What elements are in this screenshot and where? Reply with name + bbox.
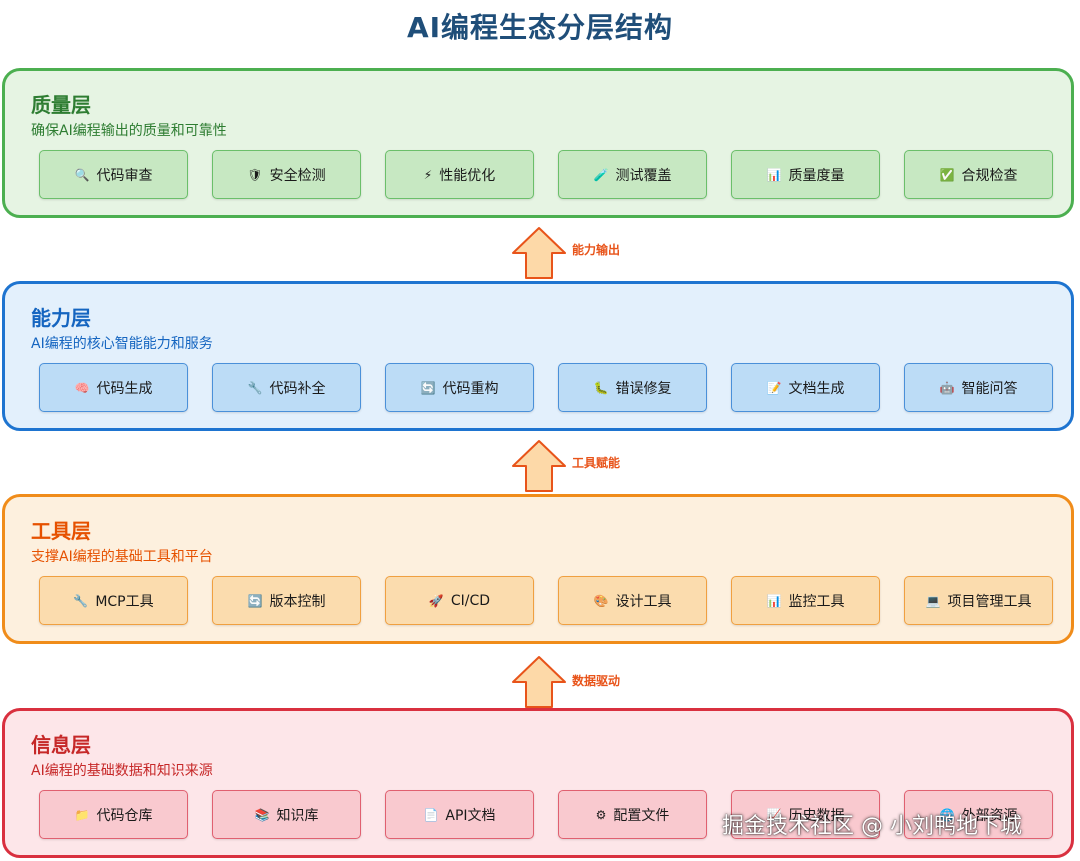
arrow-label-tool-empowerment: 工具赋能 <box>572 456 621 470</box>
layer-title: 能力层 <box>31 306 91 330</box>
document-icon: 📄 <box>423 807 439 822</box>
item-test-coverage[interactable]: 🧪 测试覆盖 <box>558 150 707 199</box>
item-label: 测试覆盖 <box>615 167 672 184</box>
item-compliance-check[interactable]: ✅ 合规检查 <box>904 150 1053 199</box>
layer-capability: 能力层 AI编程的核心智能能力和服务 🧠 代码生成 🔧 代码补全 🔄 代码重构 🐛 错误… <box>2 281 1074 431</box>
item-monitoring-tools[interactable]: 📊 监控工具 <box>731 576 880 625</box>
item-label: 合规检查 <box>961 167 1018 184</box>
books-icon: 📚 <box>254 807 270 822</box>
palette-icon: 🎨 <box>593 593 609 608</box>
globe-icon: 🌐 <box>939 807 955 822</box>
item-label: 错误修复 <box>615 380 672 397</box>
item-label: 版本控制 <box>269 593 326 610</box>
layer-items: 🔍 代码审查 🛡 安全检测 ⚡ 性能优化 🧪 测试覆盖 📊 质量度量 ✅ 合规检查 <box>39 150 1053 199</box>
item-performance-optimization[interactable]: ⚡ 性能优化 <box>385 150 534 199</box>
item-external-resources[interactable]: 🌐 外部资源 <box>904 790 1053 839</box>
laptop-icon: 💻 <box>925 593 941 608</box>
layer-title: 信息层 <box>31 733 91 757</box>
item-label: 设计工具 <box>615 593 672 610</box>
arrow-label-capability-output: 能力输出 <box>572 243 621 257</box>
item-label: 安全检测 <box>269 167 326 184</box>
item-label: 监控工具 <box>788 593 845 610</box>
brain-icon: 🧠 <box>74 380 90 395</box>
item-api-docs[interactable]: 📄 API文档 <box>385 790 534 839</box>
bar-chart-icon: 📊 <box>766 167 782 182</box>
layer-information: 信息层 AI编程的基础数据和知识来源 📁 代码仓库 📚 知识库 📄 API文档 ⚙ 配置… <box>2 708 1074 858</box>
item-label: 外部资源 <box>961 807 1018 824</box>
folder-icon: 📁 <box>74 807 90 822</box>
diagram-title: AI编程生态分层结构 <box>406 11 674 44</box>
watermark: 掘金技术社区 @ 小刘鸭地下城 <box>722 814 1022 839</box>
shield-icon: 🛡 <box>247 167 263 182</box>
bar-chart-icon: 📊 <box>766 593 782 608</box>
lightning-icon: ⚡ <box>423 167 433 182</box>
layer-tools: 工具层 支撑AI编程的基础工具和平台 🔧 MCP工具 🔄 版本控制 🚀 CI/CD 🎨… <box>2 494 1074 644</box>
item-label: 历史数据 <box>788 807 845 824</box>
item-label: 代码生成 <box>96 380 153 397</box>
item-code-refactoring[interactable]: 🔄 代码重构 <box>385 363 534 412</box>
robot-icon: 🤖 <box>939 380 955 395</box>
refresh-icon: 🔄 <box>247 593 263 608</box>
item-label: 代码审查 <box>96 167 153 184</box>
item-label: MCP工具 <box>95 593 154 610</box>
item-label: 知识库 <box>276 807 319 824</box>
item-label: 文档生成 <box>788 380 845 397</box>
bug-icon: 🐛 <box>593 380 609 395</box>
item-code-repository[interactable]: 📁 代码仓库 <box>39 790 188 839</box>
refresh-icon: 🔄 <box>420 380 436 395</box>
layer-title: 质量层 <box>31 93 91 117</box>
item-label: 代码仓库 <box>96 807 153 824</box>
layer-description: 确保AI编程输出的质量和可靠性 <box>31 123 227 139</box>
item-ci-cd[interactable]: 🚀 CI/CD <box>385 576 534 625</box>
gear-icon: ⚙ <box>595 807 607 822</box>
layer-title: 工具层 <box>31 519 91 543</box>
wrench-icon: 🔧 <box>247 380 263 395</box>
layer-description: AI编程的基础数据和知识来源 <box>31 763 213 779</box>
trend-chart-icon: 📈 <box>766 807 782 822</box>
item-label: 代码补全 <box>269 380 326 397</box>
item-label: 智能问答 <box>961 380 1018 397</box>
check-box-icon: ✅ <box>939 167 955 182</box>
item-design-tools[interactable]: 🎨 设计工具 <box>558 576 707 625</box>
layer-quality: 质量层 确保AI编程输出的质量和可靠性 🔍 代码审查 🛡 安全检测 ⚡ 性能优化 🧪 测… <box>2 68 1074 218</box>
item-code-generation[interactable]: 🧠 代码生成 <box>39 363 188 412</box>
up-arrow-icon <box>512 440 566 492</box>
layer-items: 📁 代码仓库 📚 知识库 📄 API文档 ⚙ 配置文件 📈 历史数据 🌐 外部资源 <box>39 790 1053 839</box>
item-label: 性能优化 <box>439 167 496 184</box>
item-doc-generation[interactable]: 📝 文档生成 <box>731 363 880 412</box>
layer-items: 🔧 MCP工具 🔄 版本控制 🚀 CI/CD 🎨 设计工具 📊 监控工具 💻 项目管理工具 <box>39 576 1053 625</box>
item-label: 质量度量 <box>788 167 845 184</box>
layer-description: 支撑AI编程的基础工具和平台 <box>31 549 213 565</box>
item-code-completion[interactable]: 🔧 代码补全 <box>212 363 361 412</box>
item-label: 配置文件 <box>613 807 670 824</box>
item-bug-fix[interactable]: 🐛 错误修复 <box>558 363 707 412</box>
layer-items: 🧠 代码生成 🔧 代码补全 🔄 代码重构 🐛 错误修复 📝 文档生成 🤖 智能问答 <box>39 363 1053 412</box>
test-tube-icon: 🧪 <box>593 167 609 182</box>
item-version-control[interactable]: 🔄 版本控制 <box>212 576 361 625</box>
item-historical-data[interactable]: 📈 历史数据 <box>731 790 880 839</box>
item-project-management-tools[interactable]: 💻 项目管理工具 <box>904 576 1053 625</box>
item-code-review[interactable]: 🔍 代码审查 <box>39 150 188 199</box>
rocket-icon: 🚀 <box>428 593 444 608</box>
item-knowledge-base[interactable]: 📚 知识库 <box>212 790 361 839</box>
magnifier-icon: 🔍 <box>74 167 90 182</box>
item-quality-metrics[interactable]: 📊 质量度量 <box>731 150 880 199</box>
up-arrow-icon <box>512 656 566 708</box>
item-security-check[interactable]: 🛡 安全检测 <box>212 150 361 199</box>
item-label: CI/CD <box>450 592 491 609</box>
item-mcp-tools[interactable]: 🔧 MCP工具 <box>39 576 188 625</box>
item-smart-qa[interactable]: 🤖 智能问答 <box>904 363 1053 412</box>
up-arrow-icon <box>512 227 566 279</box>
memo-icon: 📝 <box>766 380 782 395</box>
arrow-label-data-driven: 数据驱动 <box>572 674 621 688</box>
item-label: 项目管理工具 <box>947 593 1032 610</box>
item-config-files[interactable]: ⚙ 配置文件 <box>558 790 707 839</box>
item-label: API文档 <box>445 807 496 824</box>
wrench-icon: 🔧 <box>73 593 89 608</box>
layer-description: AI编程的核心智能能力和服务 <box>31 336 213 352</box>
item-label: 代码重构 <box>442 380 499 397</box>
